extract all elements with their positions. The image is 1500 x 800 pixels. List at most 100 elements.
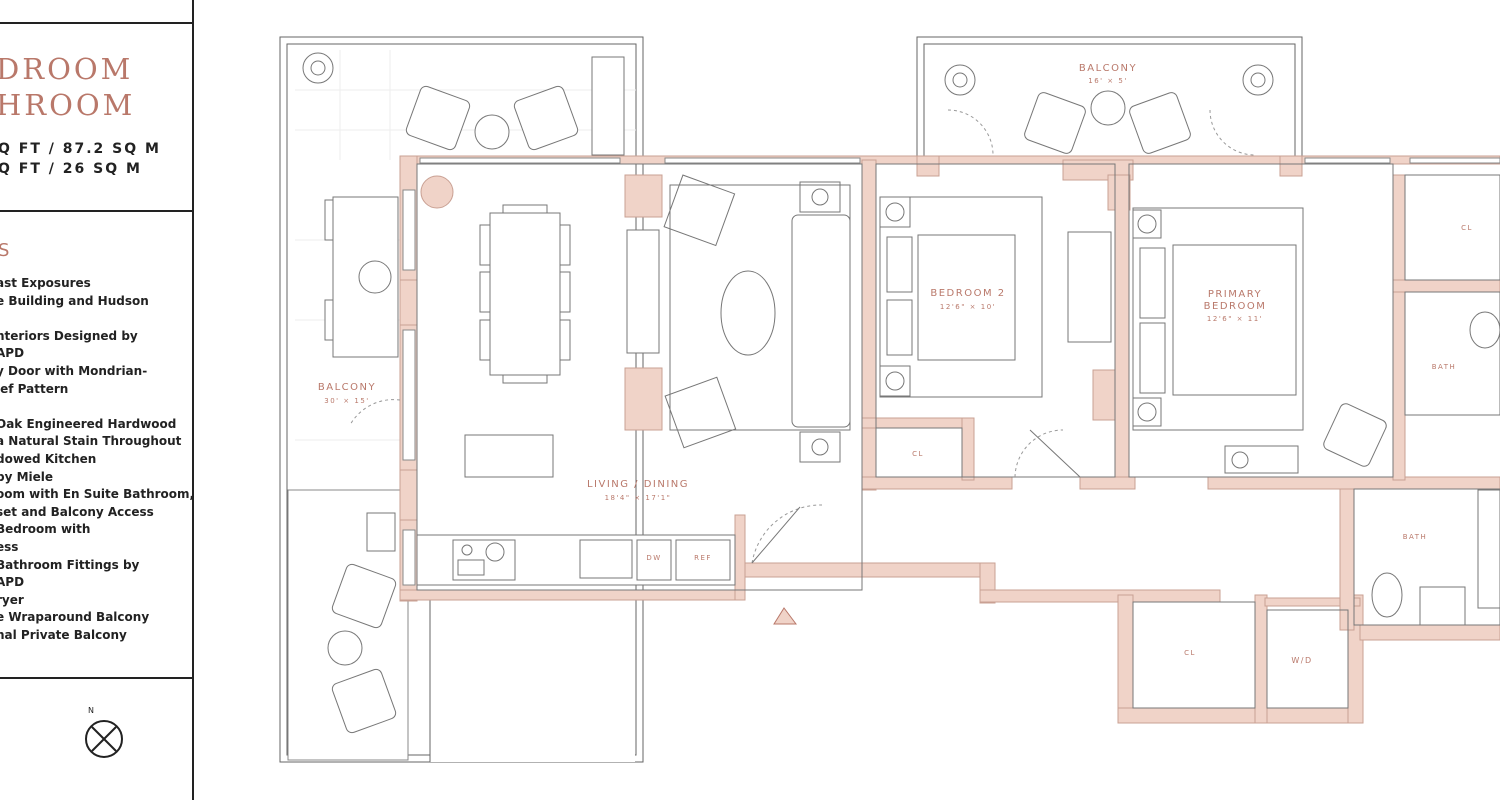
door-swings xyxy=(349,109,1256,564)
washer-dryer-room xyxy=(1266,609,1349,709)
wall-wd-west xyxy=(1254,594,1268,724)
primary-bedroom-furniture xyxy=(1132,207,1387,474)
entry-marker-icon xyxy=(773,607,797,625)
feature-item: Bathroom Fittings by xyxy=(0,557,140,572)
windows-north xyxy=(419,157,1500,164)
console-table xyxy=(626,229,660,354)
unit-title-line2: HROOM xyxy=(0,88,136,122)
column-west xyxy=(399,279,418,326)
feature-item: e Building and Hudson xyxy=(0,293,149,308)
wall-bedroom2-door xyxy=(1079,476,1136,490)
bedroom2-label: BEDROOM 2 xyxy=(930,288,1005,299)
column-living-top xyxy=(624,174,663,218)
primary-bedroom-label-1: PRIMARY xyxy=(1208,289,1262,300)
features-heading: S xyxy=(0,240,9,261)
balcony-furniture xyxy=(324,56,1191,734)
plant-icons xyxy=(302,52,1274,96)
kitchen-island xyxy=(464,434,554,478)
wall-bath-west xyxy=(1339,479,1355,631)
bedroom2-door[interactable] xyxy=(1029,429,1081,478)
balcony-west-dims: 30' × 15' xyxy=(324,397,369,405)
feature-item: e Wraparound Balcony xyxy=(0,610,150,625)
wall-kitchen-return xyxy=(734,514,746,601)
ensuite-bath-room xyxy=(1404,291,1500,416)
wall-bedroom-divider-mid xyxy=(1092,369,1116,421)
feature-item: oom with En Suite Bathroom, xyxy=(0,487,194,502)
feature-item: ast Exposures xyxy=(0,276,91,290)
feature-item: ryer xyxy=(0,592,24,607)
compass-north-label: N xyxy=(88,706,94,715)
living-furniture xyxy=(663,174,851,463)
feature-item: dowed Kitchen xyxy=(0,451,97,466)
kitchen-counter xyxy=(416,534,736,586)
wall-closet-bath xyxy=(1392,279,1500,293)
feature-item: APD xyxy=(0,575,25,590)
wall-primary-east xyxy=(1392,174,1406,481)
entry-door[interactable] xyxy=(751,506,801,564)
feature-item: nteriors Designed by xyxy=(0,328,138,343)
wall-primary-south xyxy=(1207,476,1500,490)
living-dining-room xyxy=(416,163,863,591)
wall-column xyxy=(916,155,940,177)
compass-icon xyxy=(85,720,123,758)
bedroom2-dims: 12'6" × 10' xyxy=(940,303,996,311)
bath-label: BATH xyxy=(1432,363,1457,371)
windows-west xyxy=(402,189,416,586)
feature-item: Bedroom with xyxy=(0,522,91,537)
column-west-lower xyxy=(399,469,418,521)
feature-item: ess xyxy=(0,539,19,554)
exterior-area: Q FT / 26 SQ M xyxy=(0,161,142,177)
primary-bedroom-dims: 12'6" × 11' xyxy=(1207,315,1263,323)
wall-wd-north xyxy=(1264,597,1361,607)
interior-area: Q FT / 87.2 SQ M xyxy=(0,141,161,157)
bedroom2-closet-room xyxy=(875,427,963,478)
washer-dryer-label: W/D xyxy=(1291,656,1312,665)
closet-label: CL xyxy=(1184,649,1196,657)
wall-cl-top xyxy=(861,417,973,429)
dining-table xyxy=(479,204,571,384)
refrigerator-label: REF xyxy=(694,554,712,562)
living-dining-dims: 18'4" × 17'1" xyxy=(605,494,672,502)
column-living-bottom xyxy=(624,367,663,431)
hall-closet-room xyxy=(1132,601,1256,709)
feature-item: APD xyxy=(0,346,25,361)
closet-room xyxy=(1404,174,1500,281)
wall-closet-south xyxy=(1117,707,1364,724)
feature-item: by Miele xyxy=(0,469,54,484)
wall-entry xyxy=(744,562,996,578)
balcony-north-label: BALCONY xyxy=(1079,63,1137,74)
unit-info-panel: DROOM HROOM Q FT / 87.2 SQ M Q FT / 26 S… xyxy=(0,0,194,800)
wall-column xyxy=(1279,155,1303,177)
bedroom2-furniture xyxy=(879,196,1112,398)
wall-cl-east xyxy=(961,417,975,481)
feature-item: set and Balcony Access xyxy=(0,504,154,519)
unit-title-line1: DROOM xyxy=(0,52,134,86)
primary-bedroom-room xyxy=(1128,163,1394,478)
dishwasher-label: DW xyxy=(646,554,661,562)
divider xyxy=(0,210,192,212)
feature-item: y Door with Mondrian- xyxy=(0,363,148,378)
divider xyxy=(0,677,192,679)
wall-closet-west xyxy=(1117,594,1134,724)
wall-south-kitchen xyxy=(399,589,746,601)
bedroom2-room xyxy=(875,163,1116,478)
features-list: ast Exposures e Building and Hudson nteri… xyxy=(0,275,194,644)
feature-item: ief Pattern xyxy=(0,381,69,396)
bath-label: BATH xyxy=(1403,533,1428,541)
primary-bedroom-label-2: BEDROOM xyxy=(1204,301,1267,312)
bath-fixtures xyxy=(1371,311,1500,626)
plant-pot xyxy=(420,175,454,209)
wall-bath-south xyxy=(1359,624,1500,641)
divider xyxy=(0,22,192,24)
wall-bedroom2-south xyxy=(861,476,1013,490)
closet-label: CL xyxy=(1461,224,1473,232)
balcony-west-label: BALCONY xyxy=(318,382,376,393)
feature-item: nal Private Balcony xyxy=(0,627,127,642)
wall-bedroom-divider-lower xyxy=(1114,174,1130,488)
feature-item: a Natural Stain Throughout xyxy=(0,434,182,449)
feature-item: Oak Engineered Hardwood xyxy=(0,416,177,431)
living-dining-label: LIVING / DINING xyxy=(587,479,689,490)
wall-bedroom2-west xyxy=(861,159,877,491)
balcony-north-dims: 16' × 5' xyxy=(1088,77,1128,85)
